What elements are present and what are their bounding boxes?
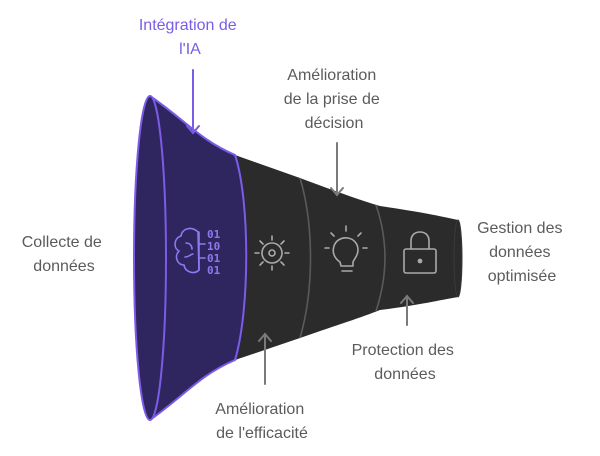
efficiency-arrow bbox=[258, 332, 272, 385]
binary-digits: 01 bbox=[207, 228, 221, 241]
segment-divider bbox=[375, 204, 386, 312]
brain-binary-icon bbox=[174, 227, 206, 274]
ai-label: Intégration de l'IA bbox=[139, 17, 241, 58]
segment-divider bbox=[299, 177, 312, 339]
protection-label: Protection des données bbox=[352, 342, 459, 383]
gestion-label: Gestion des données optimisée bbox=[477, 220, 567, 285]
gear-sun-icon bbox=[254, 235, 290, 271]
ai-arrow bbox=[186, 69, 200, 135]
funnel-mouth bbox=[133, 95, 167, 421]
efficiency-label: Amélioration de l'efficacité bbox=[215, 401, 308, 442]
decision-label: Amélioration de la prise de décision bbox=[284, 67, 385, 132]
ai-segment-outline bbox=[149, 95, 248, 421]
binary-digits: 01 bbox=[207, 264, 221, 277]
padlock-icon bbox=[403, 231, 437, 274]
decision-arrow bbox=[330, 142, 344, 197]
lightbulb-icon bbox=[324, 225, 368, 272]
protection-arrow bbox=[400, 294, 414, 326]
funnel-end bbox=[453, 219, 463, 298]
binary-digits: 10 bbox=[207, 240, 220, 253]
collecte-label: Collecte de données bbox=[22, 234, 107, 275]
ai-segment bbox=[150, 96, 247, 420]
binary-digits: 01 bbox=[207, 252, 221, 265]
